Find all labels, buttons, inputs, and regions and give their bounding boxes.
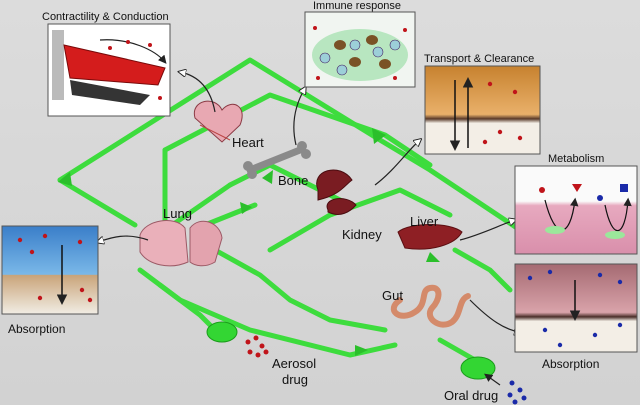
gut-absorption-panel — [514, 263, 638, 353]
metabolism-panel — [514, 165, 638, 255]
kidney-organ — [316, 169, 357, 215]
channel-liver-gut — [452, 247, 513, 293]
oral-inlet — [460, 356, 496, 380]
oral-drug-particles — [507, 380, 527, 405]
bone-label: Bone — [278, 173, 308, 188]
transport-panel — [424, 65, 541, 155]
metabolism-label: Metabolism — [548, 153, 604, 165]
lung-absorption-label: Absorption — [8, 322, 65, 336]
channel-outer-top — [57, 57, 523, 233]
aerosol-label-line1: Aerosol — [272, 356, 316, 371]
immune-label: Immune response — [313, 0, 401, 12]
gut-label: Gut — [382, 288, 403, 303]
immune-panel — [304, 11, 416, 88]
contractility-panel — [47, 23, 171, 117]
liver-label: Liver — [410, 214, 439, 229]
lung-absorption-panel — [1, 225, 99, 315]
channel-gut-oral — [437, 337, 478, 363]
gut-absorption-label: Absorption — [542, 357, 599, 371]
gut-organ — [390, 284, 471, 328]
bone-organ — [243, 141, 311, 179]
contractility-label: Contractility & Conduction — [42, 11, 169, 23]
transport-label: Transport & Clearance — [424, 53, 534, 65]
channel-left-to-lung — [57, 177, 138, 228]
flow-arrows — [58, 128, 440, 356]
oral-drug-label: Oral drug — [444, 388, 498, 403]
liver-organ — [397, 224, 463, 250]
lung-organ — [139, 220, 223, 267]
aerosol-inlet — [206, 321, 238, 343]
kidney-label: Kidney — [342, 227, 382, 242]
channel-lung-gut — [137, 267, 398, 358]
channel-lung-down — [212, 247, 388, 333]
aerosol-label-line2: drug — [282, 372, 308, 387]
heart-organ — [193, 100, 243, 143]
aerosol-drug-particles — [245, 335, 269, 358]
lung-label: Lung — [163, 206, 192, 221]
heart-label: Heart — [232, 135, 264, 150]
channel-kidney-liver — [267, 187, 453, 253]
